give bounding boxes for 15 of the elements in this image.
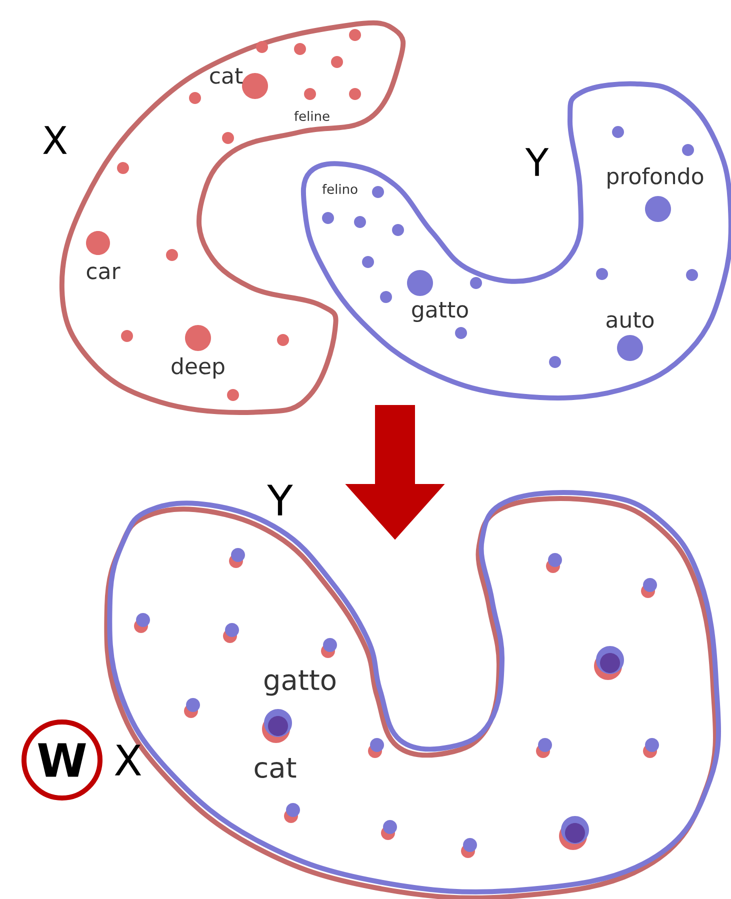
space-label: X bbox=[114, 744, 142, 776]
word-label: cat bbox=[210, 68, 243, 84]
space-label: Y bbox=[267, 484, 293, 516]
word-label: auto bbox=[606, 312, 654, 328]
space-label: X bbox=[43, 126, 67, 154]
word-label: gatto bbox=[412, 302, 468, 322]
space-label: Y bbox=[525, 148, 549, 176]
circled-letter: W bbox=[22, 720, 102, 800]
word-label: gatto bbox=[264, 670, 336, 696]
word-label: cat bbox=[254, 758, 296, 778]
word-label: car bbox=[86, 266, 120, 280]
word-label: felino bbox=[322, 184, 358, 194]
word-label: profondo bbox=[608, 167, 704, 189]
word-label: deep bbox=[172, 357, 224, 379]
word-label: feline bbox=[294, 110, 330, 122]
